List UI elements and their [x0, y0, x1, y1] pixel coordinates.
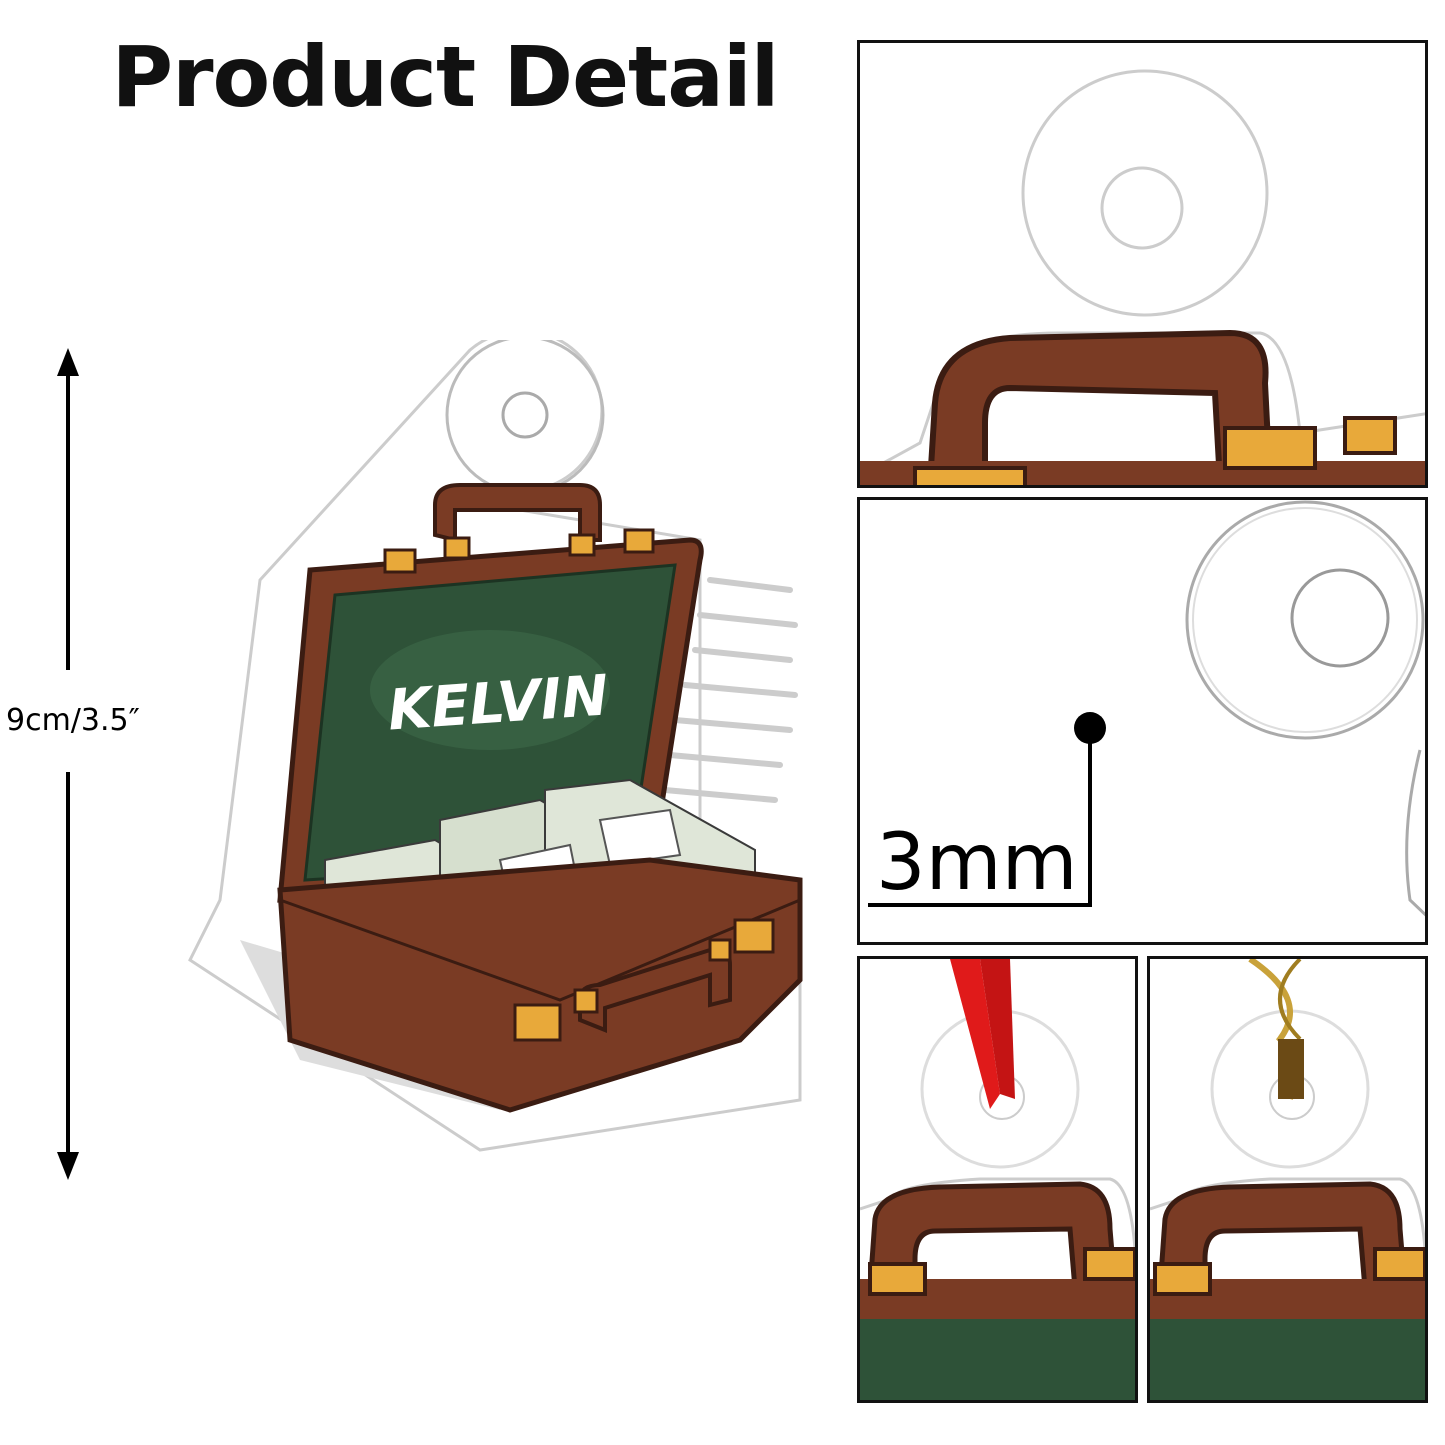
arrow-up-icon: [57, 348, 79, 376]
dimension-line: [66, 370, 70, 670]
arrow-down-icon: [57, 1152, 79, 1180]
detail-panel-thickness: 3mm: [857, 497, 1428, 945]
detail-panel-string-option: [1147, 956, 1428, 1403]
detail-panel-ribbon-option: [857, 956, 1138, 1403]
page-title: Product Detail: [111, 28, 780, 126]
thickness-label: 3mm: [876, 818, 1078, 908]
ornament-name-text: KELVIN: [386, 663, 611, 743]
dimension-label: 9cm/3.5″: [6, 703, 140, 738]
detail-panel-handle-closeup: [857, 40, 1428, 488]
suitcase-ornament-image: KELVIN: [188, 340, 803, 1152]
dimension-line: [66, 772, 70, 1157]
